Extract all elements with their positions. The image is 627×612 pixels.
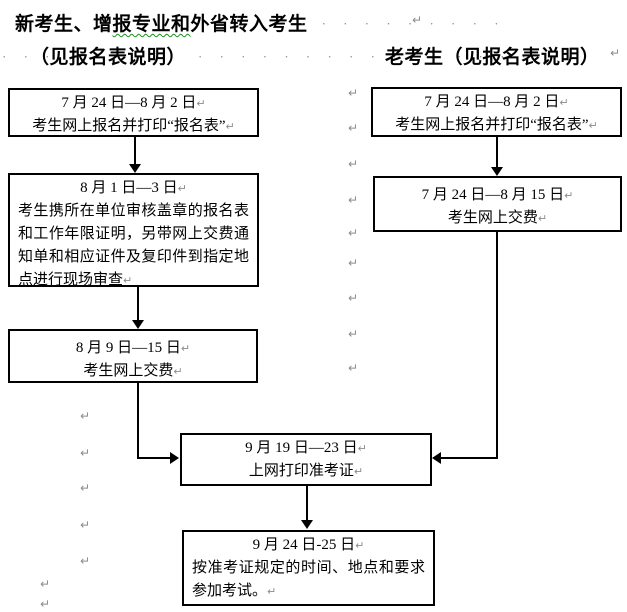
paragraph-mark: ↵ xyxy=(348,226,359,240)
paragraph-mark: ↵ xyxy=(80,409,91,423)
connector-right2-mid1-horizontal xyxy=(441,457,498,459)
flow-box-take-exam: 9 月 24 日-25 日↵ 按准考证规定的时间、地点和要求参加考试。↵ xyxy=(182,530,435,606)
box-body-line: 按准考证规定的时间、地点和要求参加考试。↵ xyxy=(192,557,425,603)
dotted-leader: · · · xyxy=(2,49,57,64)
connector-left1-left2 xyxy=(134,137,136,165)
paragraph-mark: ↵ xyxy=(559,96,569,109)
box-body-line: 考生网上报名并打印“报名表”↵ xyxy=(18,115,249,138)
connector-left2-left3 xyxy=(137,287,139,320)
flow-box-print-admission-ticket: 9 月 19 日—23 日↵ 上网打印准考证↵ xyxy=(180,433,432,486)
flow-box-old-online-registration: 7 月 24 日—8 月 2 日↵ 考生网上报名并打印“报名表”↵ xyxy=(371,87,622,137)
flow-box-new-online-payment: 8 月 9 日—15 日↵ 考生网上交费↵ xyxy=(8,329,258,383)
spellcheck-underlined-text: 报专业和 xyxy=(112,14,191,35)
arrowhead-down-icon xyxy=(301,520,313,529)
dotted-leader: · · · · · · · · · · xyxy=(300,16,506,31)
paragraph-mark: ↵ xyxy=(348,157,359,171)
page-title-prefix: 新考生、增 xyxy=(15,14,113,35)
arrowhead-down-icon xyxy=(491,167,503,176)
paragraph-mark: ↵ xyxy=(267,585,277,598)
paragraph-mark: ↵ xyxy=(610,46,621,60)
box-body-line: 上网打印准考证↵ xyxy=(190,460,422,483)
flow-box-onsite-review: 8 月 1 日—3 日↵ 考生携所在单位审核盖章的报名表和工作年限证明，另带网上… xyxy=(8,173,259,288)
box-date-line: 8 月 1 日—3 日↵ xyxy=(18,177,249,200)
box-body-line: 考生网上报名并打印“报名表”↵ xyxy=(381,114,612,137)
left-column-subtitle: （见报名表说明） xyxy=(30,47,187,68)
arrowhead-down-icon xyxy=(129,164,141,173)
date-text: 7 月 24 日—8 月 2 日 xyxy=(61,95,197,111)
date-text: 8 月 1 日—3 日 xyxy=(80,180,178,196)
paragraph-mark: ↵ xyxy=(80,554,91,568)
connector-right2-mid1-vertical xyxy=(496,232,498,459)
paragraph-mark: ↵ xyxy=(348,86,359,100)
paragraph-mark: ↵ xyxy=(355,539,365,552)
date-text: 9 月 19 日—23 日 xyxy=(245,440,358,456)
paragraph-mark: ↵ xyxy=(225,120,235,133)
date-text: 8 月 9 日—15 日 xyxy=(75,340,181,356)
paragraph-mark: ↵ xyxy=(40,577,51,591)
flow-box-new-online-registration: 7 月 24 日—8 月 2 日↵ 考生网上报名并打印“报名表”↵ xyxy=(8,88,259,137)
connector-right1-right2 xyxy=(496,137,498,168)
paragraph-mark: ↵ xyxy=(80,446,91,460)
paragraph-mark: ↵ xyxy=(80,481,91,495)
paragraph-mark: ↵ xyxy=(357,442,367,455)
arrowhead-down-icon xyxy=(132,320,144,329)
box-body-line: 考生网上交费↵ xyxy=(383,207,612,230)
paragraph-mark: ↵ xyxy=(348,361,359,375)
body-text: 考生网上报名并打印“报名表” xyxy=(32,118,226,134)
paragraph-mark: ↵ xyxy=(123,274,133,287)
page-title-suffix: 外省转入考生 xyxy=(190,14,308,35)
box-date-line: 9 月 24 日-25 日↵ xyxy=(192,534,425,557)
body-text: 考生网上报名并打印“报名表” xyxy=(395,117,589,133)
paragraph-mark: ↵ xyxy=(173,365,183,378)
flow-box-old-online-payment: 7 月 24 日—8 月 15 日↵ 考生网上交费↵ xyxy=(373,176,622,232)
date-text: 7 月 24 日—8 月 2 日 xyxy=(424,94,560,110)
box-date-line: 7 月 24 日—8 月 15 日↵ xyxy=(383,180,612,207)
dotted-leader: · · · · · · · · · · · · · · · · xyxy=(198,49,534,64)
paragraph-mark: ↵ xyxy=(412,13,423,27)
paragraph-mark: ↵ xyxy=(80,518,91,532)
paragraph-mark: ↵ xyxy=(348,193,359,207)
right-column-title: 老考生（见报名表说明） xyxy=(385,47,600,68)
paragraph-mark: ↵ xyxy=(348,291,359,305)
date-text: 9 月 24 日-25 日 xyxy=(252,537,356,553)
paragraph-mark: ↵ xyxy=(564,189,574,202)
body-text: 考生网上交费 xyxy=(447,210,538,226)
body-text: 上网打印准考证 xyxy=(248,463,354,479)
arrowhead-right-icon xyxy=(170,452,179,464)
connector-mid1-mid2 xyxy=(306,486,308,521)
box-date-line: 7 月 24 日—8 月 2 日↵ xyxy=(381,91,612,114)
paragraph-mark: ↵ xyxy=(588,119,598,132)
body-text: 考生携所在单位审核盖章的报名表和工作年限证明，另带网上交费通知单和相应证件及复印… xyxy=(18,203,249,288)
page-title: 新考生、增报专业和外省转入考生 xyxy=(15,9,308,36)
paragraph-mark: ↵ xyxy=(348,121,359,135)
body-text: 考生网上交费 xyxy=(83,363,174,379)
box-body-line: 考生携所在单位审核盖章的报名表和工作年限证明，另带网上交费通知单和相应证件及复印… xyxy=(18,200,249,292)
box-body-line: 考生网上交费↵ xyxy=(18,360,248,383)
paragraph-mark: ↵ xyxy=(353,465,364,478)
paragraph-mark: ↵ xyxy=(348,327,359,341)
paragraph-mark: ↵ xyxy=(348,256,359,270)
paragraph-mark: ↵ xyxy=(537,212,548,225)
connector-left3-mid1-horizontal xyxy=(137,457,171,459)
arrowhead-left-icon xyxy=(432,452,441,464)
box-date-line: 8 月 9 日—15 日↵ xyxy=(18,333,248,360)
paragraph-mark: ↵ xyxy=(180,342,191,355)
paragraph-mark: ↵ xyxy=(177,182,187,195)
date-text: 7 月 24 日—8 月 15 日 xyxy=(421,187,565,203)
paragraph-mark: ↵ xyxy=(40,597,51,611)
box-date-line: 9 月 19 日—23 日↵ xyxy=(190,437,422,460)
paragraph-mark: ↵ xyxy=(196,97,206,110)
box-date-line: 7 月 24 日—8 月 2 日↵ xyxy=(18,92,249,115)
connector-left3-mid1-vertical xyxy=(137,383,139,459)
body-text: 按准考证规定的时间、地点和要求参加考试。 xyxy=(192,560,425,599)
